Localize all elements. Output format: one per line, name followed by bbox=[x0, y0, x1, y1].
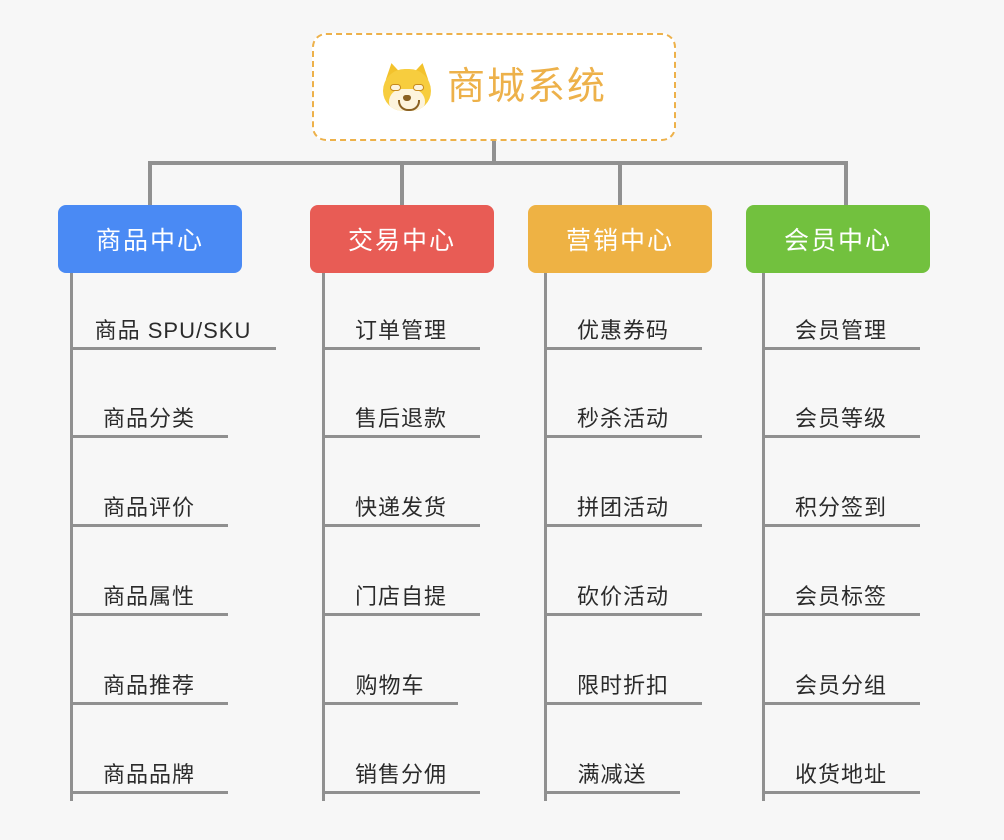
branch-header-trade-center[interactable]: 交易中心 bbox=[310, 205, 494, 273]
leaf-item-label: 商品品牌 bbox=[102, 761, 195, 787]
leaf-item[interactable]: 售后退款 bbox=[322, 378, 480, 438]
branch-trunk-trade-center bbox=[322, 273, 325, 801]
leaf-item[interactable]: 商品品牌 bbox=[70, 734, 228, 794]
leaf-item[interactable]: 拼团活动 bbox=[544, 467, 702, 527]
connector-drop-2 bbox=[400, 161, 404, 207]
branch-header-member-center[interactable]: 会员中心 bbox=[746, 205, 930, 273]
connector-root-stem bbox=[492, 141, 496, 163]
leaf-item-label: 订单管理 bbox=[354, 317, 447, 343]
leaf-item[interactable]: 砍价活动 bbox=[544, 556, 702, 616]
leaf-item-label: 秒杀活动 bbox=[576, 405, 669, 431]
connector-drop-1 bbox=[148, 161, 152, 207]
connector-drop-3 bbox=[618, 161, 622, 207]
leaf-item[interactable]: 快递发货 bbox=[322, 467, 480, 527]
leaf-item-label: 会员管理 bbox=[794, 317, 887, 343]
leaf-item-label: 收货地址 bbox=[794, 761, 887, 787]
branch-trunk-member-center bbox=[762, 273, 765, 801]
leaf-item-label: 拼团活动 bbox=[576, 494, 669, 520]
leaf-item[interactable]: 积分签到 bbox=[762, 467, 920, 527]
leaf-item[interactable]: 限时折扣 bbox=[544, 645, 702, 705]
leaf-item-label: 商品推荐 bbox=[102, 672, 195, 698]
leaf-item-label: 会员标签 bbox=[794, 583, 887, 609]
leaf-item-label: 会员分组 bbox=[794, 672, 887, 698]
leaf-item-label: 砍价活动 bbox=[576, 583, 669, 609]
leaf-item[interactable]: 收货地址 bbox=[762, 734, 920, 794]
leaf-item[interactable]: 会员标签 bbox=[762, 556, 920, 616]
root-node-title: 商城系统 bbox=[446, 66, 607, 108]
leaf-item-label: 会员等级 bbox=[794, 405, 887, 431]
leaf-item-label: 限时折扣 bbox=[576, 672, 669, 698]
root-node-shop-system[interactable]: 商城系统 bbox=[312, 33, 676, 141]
leaf-item-label: 购物车 bbox=[355, 672, 425, 698]
leaf-item[interactable]: 会员等级 bbox=[762, 378, 920, 438]
leaf-item[interactable]: 满减送 bbox=[544, 734, 680, 794]
branch-header-marketing-center[interactable]: 营销中心 bbox=[528, 205, 712, 273]
leaf-item-label: 优惠券码 bbox=[576, 317, 669, 343]
branch-trunk-product-center bbox=[70, 273, 73, 801]
branch-header-label: 交易中心 bbox=[347, 227, 456, 255]
branch-header-label: 商品中心 bbox=[95, 227, 204, 255]
leaf-item-label: 销售分佣 bbox=[354, 761, 447, 787]
leaf-item-label: 售后退款 bbox=[354, 405, 447, 431]
leaf-item-label: 积分签到 bbox=[794, 494, 887, 520]
leaf-item-label: 快递发货 bbox=[354, 494, 447, 520]
leaf-item-label: 商品属性 bbox=[102, 583, 195, 609]
leaf-item[interactable]: 商品 SPU/SKU bbox=[70, 290, 276, 350]
leaf-item[interactable]: 销售分佣 bbox=[322, 734, 480, 794]
shiba-dog-face-icon bbox=[381, 61, 433, 112]
leaf-item-label: 商品 SPU/SKU bbox=[94, 317, 252, 343]
branch-header-product-center[interactable]: 商品中心 bbox=[58, 205, 242, 273]
leaf-item[interactable]: 会员管理 bbox=[762, 290, 920, 350]
branch-header-label: 营销中心 bbox=[565, 227, 674, 255]
leaf-item[interactable]: 会员分组 bbox=[762, 645, 920, 705]
leaf-item[interactable]: 门店自提 bbox=[322, 556, 480, 616]
branch-trunk-marketing-center bbox=[544, 273, 547, 801]
branch-header-label: 会员中心 bbox=[783, 227, 892, 255]
leaf-item[interactable]: 商品评价 bbox=[70, 467, 228, 527]
connector-horizontal-bus bbox=[148, 161, 848, 165]
leaf-item[interactable]: 商品分类 bbox=[70, 378, 228, 438]
leaf-item[interactable]: 秒杀活动 bbox=[544, 378, 702, 438]
leaf-item[interactable]: 订单管理 bbox=[322, 290, 480, 350]
connector-drop-4 bbox=[844, 161, 848, 207]
leaf-item[interactable]: 优惠券码 bbox=[544, 290, 702, 350]
leaf-item-label: 商品分类 bbox=[102, 405, 195, 431]
leaf-item-label: 满减送 bbox=[577, 761, 647, 787]
leaf-item[interactable]: 商品推荐 bbox=[70, 645, 228, 705]
leaf-item[interactable]: 购物车 bbox=[322, 645, 458, 705]
leaf-item[interactable]: 商品属性 bbox=[70, 556, 228, 616]
leaf-item-label: 门店自提 bbox=[354, 583, 447, 609]
leaf-item-label: 商品评价 bbox=[102, 494, 195, 520]
